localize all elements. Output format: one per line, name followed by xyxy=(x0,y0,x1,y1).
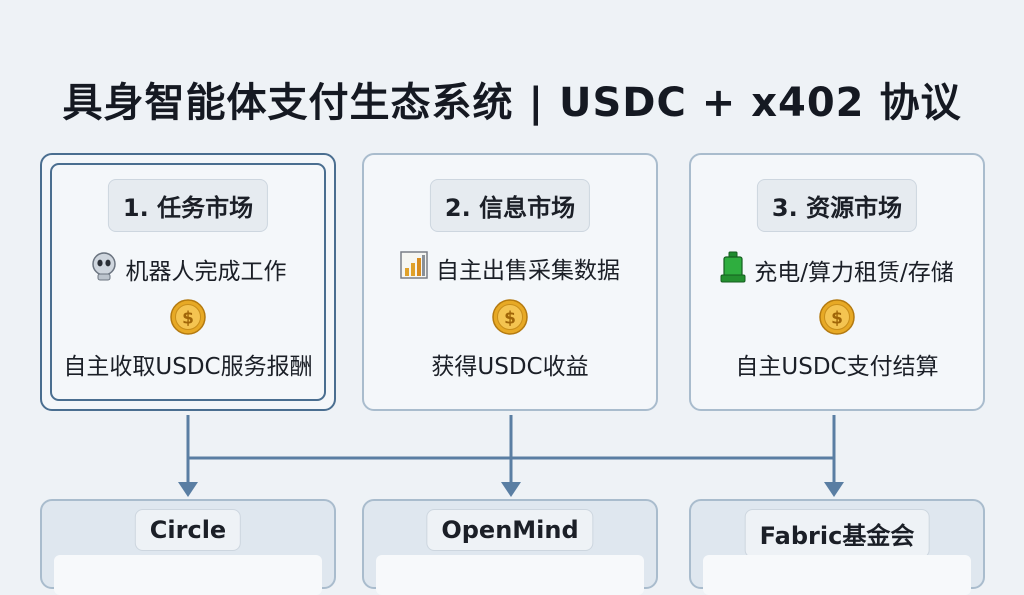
resource-market-item-text: 充电/算力租赁/存储 xyxy=(754,260,954,286)
svg-text:$: $ xyxy=(831,309,843,329)
resource-market-label: 3. 资源市场 xyxy=(756,179,918,232)
task-market-label: 1. 任务市场 xyxy=(107,179,269,232)
fabric-label: Fabric基金会 xyxy=(744,509,930,558)
openmind-panel xyxy=(376,555,644,595)
resource-market-card[interactable]: 3. 资源市场 充电/算力租赁/存储 $ 自主USDC支付结算 xyxy=(689,153,985,411)
info-market-item: 自主出售采集数据 xyxy=(364,251,656,285)
circle-card[interactable]: Circle xyxy=(40,499,336,595)
info-market-item-text: 自主出售采集数据 xyxy=(436,258,620,284)
fabric-panel xyxy=(703,555,971,595)
task-market-result: 自主收取USDC服务报酬 xyxy=(63,354,313,380)
coin-icon: $ xyxy=(492,299,528,335)
task-market-item: 机器人完成工作 xyxy=(42,251,334,287)
arrow-to-fabric xyxy=(824,482,844,497)
svg-text:$: $ xyxy=(182,309,194,329)
fabric-card[interactable]: Fabric基金会 xyxy=(689,499,985,595)
info-market-label: 2. 信息市场 xyxy=(429,179,591,232)
task-market-item-text: 机器人完成工作 xyxy=(125,259,287,285)
arrow-to-openmind xyxy=(501,482,521,497)
selection-outline xyxy=(50,163,326,401)
resource-market-item: 充电/算力租赁/存储 xyxy=(691,251,983,289)
circle-label: Circle xyxy=(134,509,242,551)
openmind-label: OpenMind xyxy=(426,509,594,551)
openmind-card[interactable]: OpenMind xyxy=(362,499,658,595)
battery-icon xyxy=(720,251,746,289)
connector-lines xyxy=(178,415,844,497)
coin-icon: $ xyxy=(819,299,855,335)
robot-icon xyxy=(90,251,118,287)
circle-panel xyxy=(54,555,322,595)
task-market-card[interactable]: 1. 任务市场 机器人完成工作 $ 自主收取USDC服务报酬 xyxy=(40,153,336,411)
bar-chart-icon xyxy=(400,251,428,285)
info-market-result: 获得USDC收益 xyxy=(431,354,589,380)
arrow-to-circle xyxy=(178,482,198,497)
page-title: 具身智能体支付生态系统 | USDC + x402 协议 xyxy=(62,80,962,126)
info-market-card[interactable]: 2. 信息市场 自主出售采集数据 $ 获得USDC收益 xyxy=(362,153,658,411)
resource-market-result: 自主USDC支付结算 xyxy=(735,354,939,380)
svg-text:$: $ xyxy=(504,309,516,329)
coin-icon: $ xyxy=(170,299,206,335)
